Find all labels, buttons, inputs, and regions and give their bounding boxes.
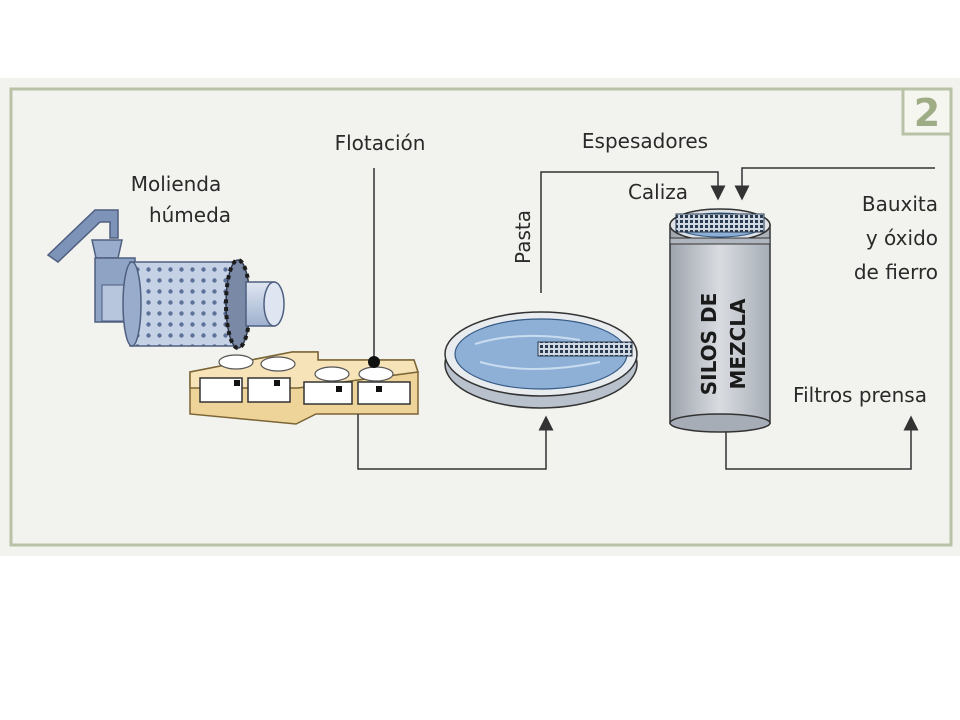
- label-caliza: Caliza: [628, 180, 688, 204]
- label-filtros-prensa: Filtros prensa: [793, 383, 927, 407]
- label-molienda-line2: húmeda: [149, 203, 231, 227]
- label-silos-line1: SILOS DE: [697, 293, 721, 396]
- flow-line-to-thickener: [357, 414, 554, 470]
- label-bauxita-line1: Bauxita: [862, 192, 938, 216]
- label-pasta: Pasta: [511, 210, 535, 264]
- ball-mill-icon: [46, 209, 285, 350]
- figure-number: 2: [914, 91, 940, 135]
- thickener-tank-icon: [444, 311, 638, 409]
- mixing-silo-icon: [669, 208, 771, 433]
- flow-line-pasta: [540, 171, 726, 293]
- label-flotacion: Flotación: [335, 131, 426, 155]
- figure-number-box: 2: [901, 87, 953, 136]
- flow-line-bauxita: [734, 167, 935, 201]
- label-bauxita-line2: y óxido: [866, 226, 938, 250]
- flotacion-pointer-dot: [368, 356, 380, 368]
- label-bauxita-line3: de fierro: [854, 260, 938, 284]
- label-silos-line2: MEZCLA: [726, 298, 750, 389]
- panel-frame: [9, 87, 953, 547]
- label-molienda-line1: Molienda: [131, 172, 222, 196]
- label-espesadores: Espesadores: [582, 129, 708, 153]
- flow-line-to-filtros: [725, 415, 919, 470]
- flotation-cells-icon: [189, 351, 419, 425]
